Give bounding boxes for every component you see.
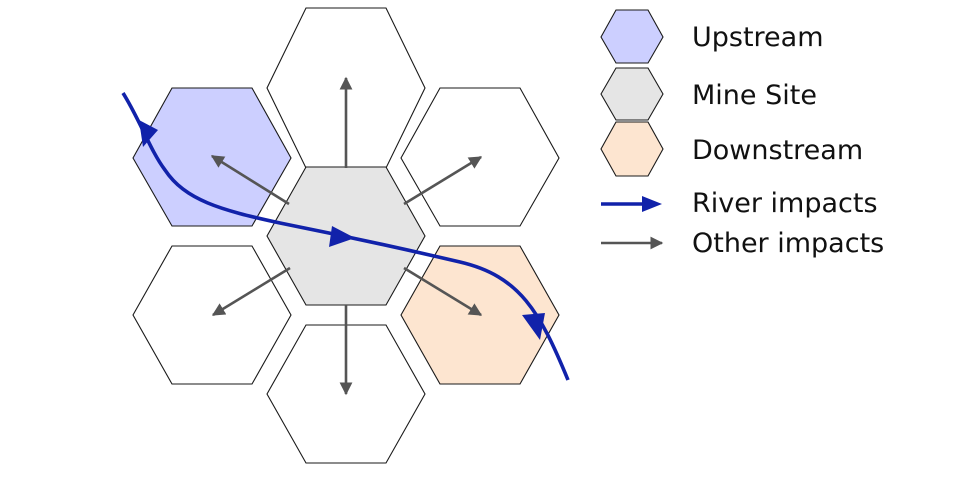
legend-swatch-mine-site [600,67,664,121]
legend-label-other-impacts: Other impacts [692,228,884,259]
legend-label-upstream: Upstream [692,22,824,53]
legend-label-mine-site: Mine Site [692,80,817,111]
river-arrowhead-downstream [522,313,545,340]
river-arrowhead-upstream [139,120,158,147]
legend-river-arrowhead [642,196,662,212]
other-impact-arrow-upper-right [403,155,483,206]
legend-swatch-downstream [600,121,664,177]
legend: Upstream Mine Site Downstream River impa… [600,9,884,259]
river-path [121,92,570,381]
legend-label-river-impacts: River impacts [692,188,878,219]
legend-label-downstream: Downstream [692,135,863,166]
other-impact-arrow-lower-left [211,266,291,317]
legend-swatch-upstream [600,9,664,64]
river-arrowhead-mine-site [329,226,355,247]
other-impact-arrow-lower-right [403,266,483,317]
other-impact-arrow-upper-left [210,154,290,206]
hex-lower-left [132,245,292,385]
